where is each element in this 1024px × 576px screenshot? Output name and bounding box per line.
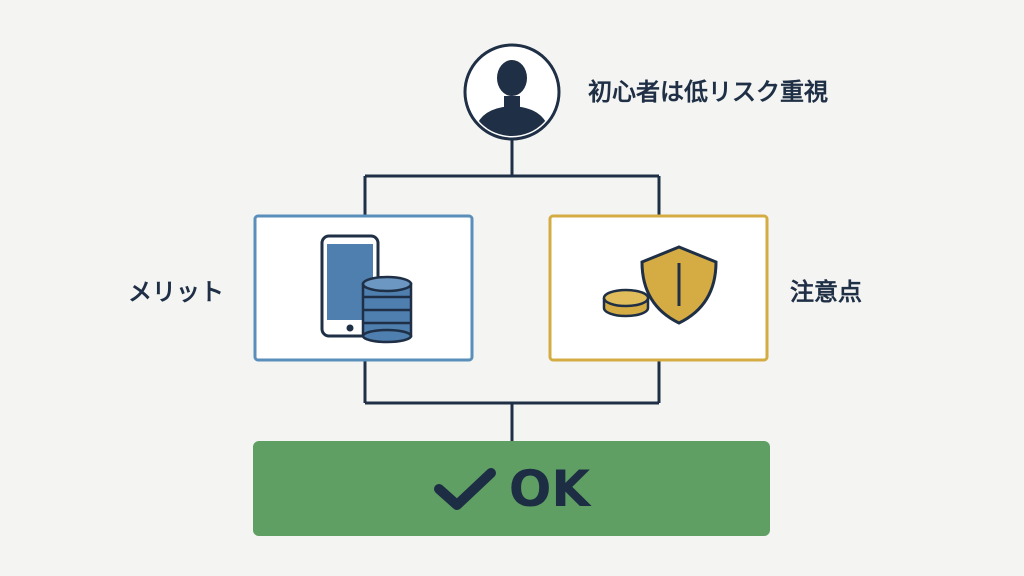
checkmark-icon (433, 467, 496, 510)
right-box (548, 214, 769, 362)
top-node-label: 初心者は低リスク重視 (588, 78, 828, 106)
shield-icon (640, 245, 718, 325)
left-box (253, 214, 474, 362)
left-box-label: メリット (128, 278, 224, 306)
top-node (463, 43, 561, 141)
result-bar: OK (253, 441, 770, 536)
coin-stack-icon (361, 275, 413, 344)
right-box-label: 注意点 (790, 278, 862, 306)
connector-lines (363, 140, 661, 441)
person-icon (474, 60, 550, 136)
result-label: OK (508, 459, 591, 518)
coin-icon (602, 288, 650, 318)
